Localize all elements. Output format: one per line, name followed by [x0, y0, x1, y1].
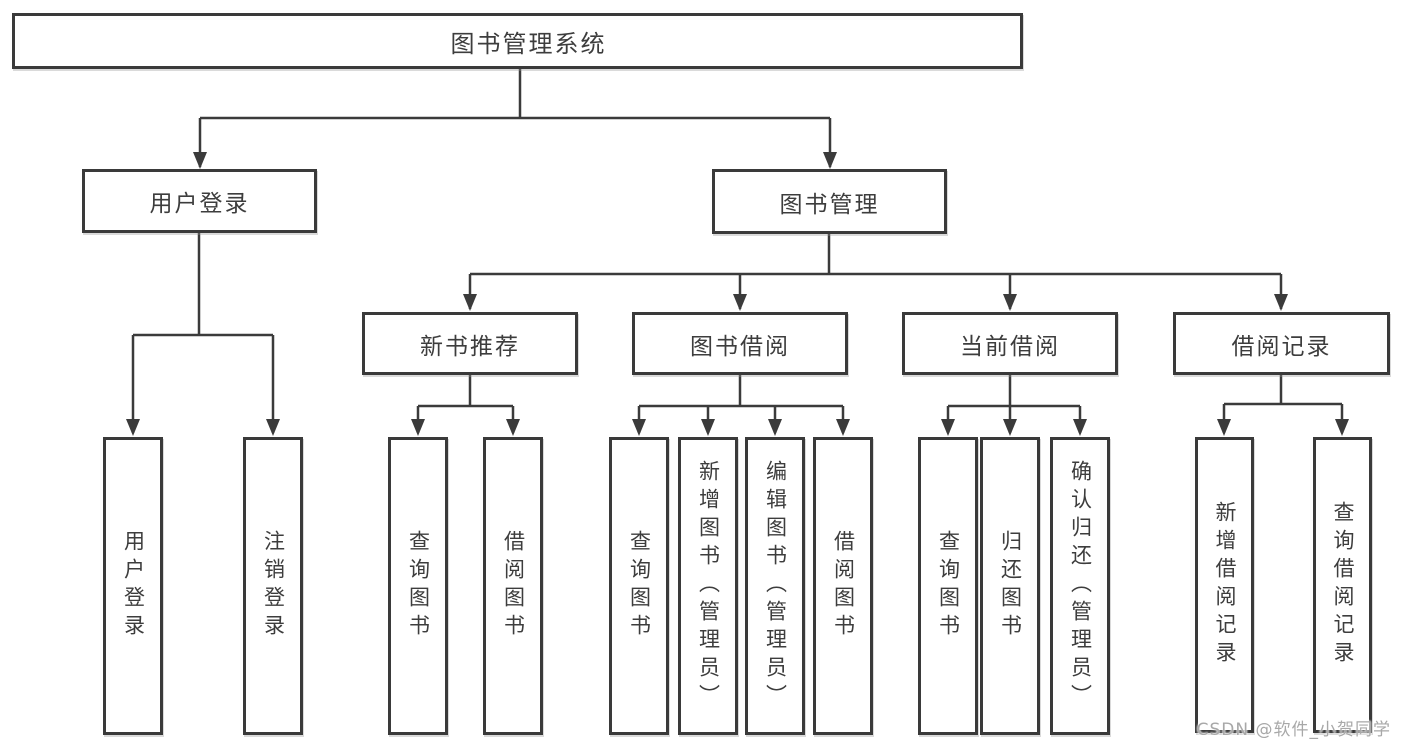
leaf-add-borrow-record: 新增借阅记录: [1195, 437, 1254, 733]
node-label: 图书借阅: [690, 333, 790, 360]
node-label: 注销登录: [261, 530, 286, 642]
node-borrowing-records: 借阅记录: [1173, 312, 1390, 375]
node-label: 确认归还（管理员）: [1068, 460, 1093, 712]
leaf-recommend-query-books: 查询图书: [388, 437, 448, 735]
leaf-add-books-admin: 新增图书（管理员）: [678, 437, 738, 735]
leaf-logout: 注销登录: [243, 437, 303, 735]
arrowheads: [126, 152, 1349, 436]
node-label: 新增图书（管理员）: [696, 460, 721, 712]
leaf-borrowing-borrow-books: 借阅图书: [813, 437, 873, 735]
node-label: 借阅图书: [501, 530, 526, 642]
node-label: 图书管理: [779, 191, 880, 218]
csdn-watermark: CSDN @软件_小贺同学: [1196, 720, 1391, 740]
node-label: 图书管理系统: [450, 29, 607, 58]
node-new-book-recommend: 新书推荐: [362, 312, 578, 375]
node-label: 查询图书: [406, 530, 431, 642]
leaf-edit-books-admin: 编辑图书（管理员）: [745, 437, 805, 735]
leaf-return-books: 归还图书: [980, 437, 1040, 735]
leaf-user-login: 用户登录: [103, 437, 163, 735]
node-label: 查询图书: [936, 530, 961, 642]
node-book-borrowing: 图书借阅: [632, 312, 848, 375]
node-label: 用户登录: [121, 530, 146, 642]
leaf-query-borrow-record: 查询借阅记录: [1313, 437, 1372, 733]
node-label: 新书推荐: [420, 333, 520, 360]
node-label: 借阅记录: [1231, 333, 1332, 360]
node-user-login: 用户登录: [82, 169, 317, 233]
node-book-management: 图书管理: [712, 169, 947, 234]
leaf-confirm-return-admin: 确认归还（管理员）: [1050, 437, 1110, 735]
node-label: 借阅图书: [831, 530, 856, 642]
node-label: 查询图书: [627, 530, 652, 642]
node-label: 当前借阅: [960, 333, 1060, 360]
leaf-recommend-borrow-books: 借阅图书: [483, 437, 543, 735]
node-label: 新增借阅记录: [1213, 501, 1237, 669]
leaf-borrowing-query-books: 查询图书: [609, 437, 669, 735]
leaf-current-query-books: 查询图书: [918, 437, 978, 735]
node-library-system: 图书管理系统: [12, 13, 1023, 69]
node-label: 查询借阅记录: [1331, 501, 1355, 669]
node-current-borrowing: 当前借阅: [902, 312, 1118, 375]
node-label: 编辑图书（管理员）: [763, 460, 788, 712]
node-label: 归还图书: [998, 530, 1023, 642]
node-label: 用户登录: [149, 191, 250, 217]
